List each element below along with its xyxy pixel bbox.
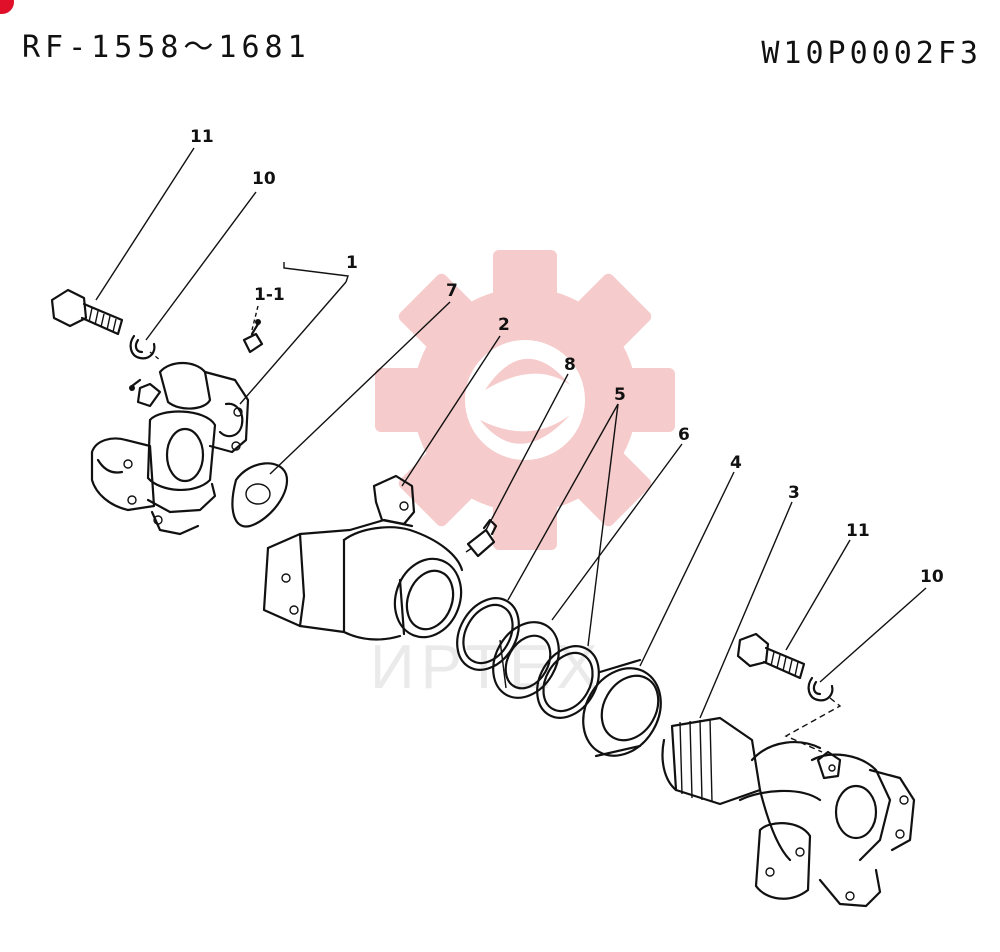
grease-nipple-8 <box>465 518 498 558</box>
washer-upper <box>129 334 156 360</box>
callout-3: 3 <box>788 483 800 503</box>
leader-lines <box>95 147 927 753</box>
callout-1: 1 <box>346 253 358 273</box>
callout-7: 7 <box>446 281 458 301</box>
ring-5b <box>536 645 600 719</box>
yoke-housing-2 <box>262 474 464 641</box>
callout-6: 6 <box>678 425 690 445</box>
callout-8: 8 <box>564 355 576 375</box>
callout-4: 4 <box>730 453 742 473</box>
range-code: RF-1558〜1681 <box>22 30 311 65</box>
watermark-gear-icon <box>375 250 675 550</box>
callout-10-lower: 10 <box>920 567 944 587</box>
callout-10-upper: 10 <box>252 169 276 189</box>
bolt-lower <box>736 632 806 680</box>
grease-fitting-upper <box>242 319 264 354</box>
shaft-3 <box>661 716 916 908</box>
universal-joint-upper <box>90 361 250 536</box>
plate-7 <box>231 462 289 528</box>
drawing-code: W10P0002F3 <box>761 36 982 71</box>
callout-2: 2 <box>498 315 510 335</box>
callout-1-1: 1-1 <box>254 285 285 305</box>
bolt-upper <box>50 288 124 336</box>
callout-11-lower: 11 <box>846 521 870 541</box>
spacer-6 <box>492 621 560 699</box>
callout-11-upper: 11 <box>190 127 214 147</box>
watermark-text: ИРТЕХ <box>370 633 604 702</box>
bearing-4 <box>582 658 662 758</box>
washer-lower <box>807 676 834 702</box>
watermark: ИРТЕХ <box>370 250 675 702</box>
callout-5: 5 <box>614 385 626 405</box>
callout-labels: 11 10 1 1-1 7 2 8 5 6 4 3 11 10 <box>190 127 944 587</box>
